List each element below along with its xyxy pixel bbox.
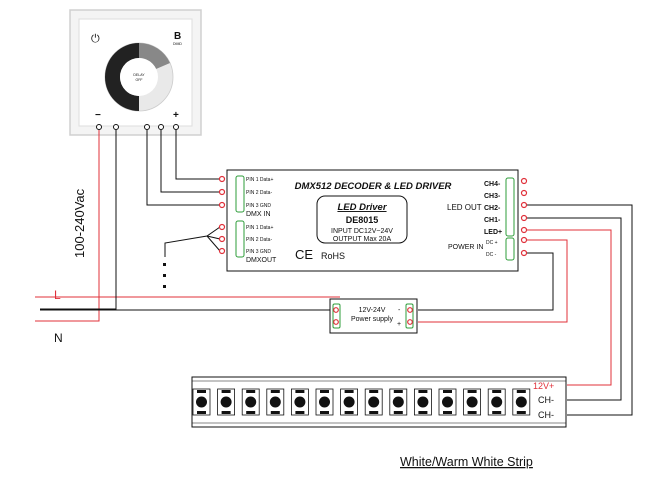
dmx-out-pin-label-1: PIN 1 Data+ [246, 225, 273, 231]
center-label-2: OFF [136, 78, 143, 82]
voltage-label: 100-240Vac [72, 188, 87, 258]
ps-out-pin-minus [407, 307, 413, 313]
led-chip [389, 388, 408, 416]
dmx-in-pin-2 [218, 188, 226, 196]
out-pin-label-1: CH4- [484, 181, 501, 188]
led-out-pin-5 [520, 226, 528, 234]
model-number: DE8015 [346, 215, 379, 225]
out-pin-label-3: CH2- [484, 205, 501, 212]
dimmer-center-button[interactable] [120, 58, 158, 96]
power-icon[interactable]: ⏻ [91, 33, 100, 45]
led-chip [315, 388, 334, 416]
wall-panel: ⏻ B DIMD DELAY OFF − + [69, 9, 202, 136]
dmx-out-pin-2 [218, 235, 226, 243]
led-chip [266, 388, 285, 416]
dmx-in-pin-3 [218, 201, 226, 209]
mode-button[interactable]: B [174, 31, 181, 42]
dmx-out-label: DMXOUT [246, 257, 277, 264]
led-strip: 12V+ CH- CH- [191, 376, 567, 428]
led-chip [413, 388, 432, 416]
power-in-terminal [505, 237, 515, 261]
dmx-in-terminal [235, 175, 245, 213]
panel-terminal-4 [158, 124, 164, 130]
led-out-pin-4 [520, 214, 528, 222]
out-pin-label-5: LED+ [484, 229, 502, 236]
panel-plus-label: + [173, 110, 179, 121]
strip-caption: White/Warm White Strip [400, 455, 533, 469]
power-in-pin-plus [520, 236, 528, 244]
led-chip [487, 388, 506, 416]
dimmer-arc-mid [139, 42, 170, 69]
dmx-in-pin-label-3: PIN 3 GND [246, 203, 271, 209]
led-chip [512, 388, 531, 416]
dmx-out-pin-label-3: PIN 3 GND [246, 249, 271, 255]
out-pin-label-4: CH1- [484, 217, 501, 224]
led-chip [241, 388, 260, 416]
dmx-in-pin-1 [218, 175, 226, 183]
led-chip [192, 388, 211, 416]
l-label: L [54, 288, 61, 302]
led-chips [192, 388, 531, 416]
panel-terminal-2 [113, 124, 119, 130]
dmx-chain-dots [163, 263, 166, 288]
power-in-label: POWER IN [448, 244, 483, 251]
dmx-out-pin-3 [218, 247, 226, 255]
dmx-in-pin-label-2: PIN 2 Data- [246, 190, 272, 196]
strip-label-12v: 12V+ [533, 381, 554, 391]
power-supply: 12V-24V Power supply - + [329, 298, 418, 334]
ce-mark: CE [295, 247, 313, 262]
led-out-terminal [505, 177, 515, 237]
led-chip [340, 388, 359, 416]
rohs-label: RoHS [321, 251, 345, 261]
ps-label-1: 12V-24V [359, 307, 386, 314]
ps-in-pin-n [333, 319, 339, 325]
n-label: N [54, 331, 63, 345]
dmx-out-terminal [235, 220, 245, 258]
led-driver-label-box [316, 195, 408, 244]
decoder-title: DMX512 DECODER & LED DRIVER [295, 181, 452, 192]
led-out-label: LED OUT [447, 203, 482, 212]
panel-terminal-3 [144, 124, 150, 130]
dmx-out-pin-1 [218, 223, 226, 231]
output-spec: OUTPUT Max 20A [333, 236, 392, 243]
led-chip [463, 388, 482, 416]
input-spec: INPUT DC12V~24V [331, 228, 393, 235]
center-label-1: DELAY [133, 73, 145, 77]
out-pin-label-2: CH3- [484, 193, 501, 200]
strip-label-ch-1: CH- [538, 395, 554, 405]
panel-terminal-minus [96, 124, 102, 130]
panel-minus-label: − [95, 110, 101, 121]
led-chip [364, 388, 383, 416]
led-driver-title: LED Driver [337, 202, 387, 213]
led-out-pin-1 [520, 177, 528, 185]
ps-label-2: Power supply [351, 316, 394, 323]
led-out-pin-2 [520, 189, 528, 197]
power-pin-label-2: DC - [486, 252, 497, 258]
power-pin-label-1: DC + [486, 240, 498, 246]
led-chip [217, 388, 236, 416]
wires [35, 130, 633, 416]
dmx-in-label: DMX IN [246, 211, 271, 218]
ps-in-pin-l [333, 307, 339, 313]
ps-out-pin-plus [407, 319, 413, 325]
power-in-pin-minus [520, 249, 528, 257]
led-chip [438, 388, 457, 416]
ps-minus-label: - [398, 307, 401, 314]
dimmer-arc-dark [105, 43, 139, 111]
led-chip [290, 388, 309, 416]
panel-terminal-plus [173, 124, 179, 130]
led-out-pin-3 [520, 201, 528, 209]
dmx-in-pin-label-1: PIN 1 Data+ [246, 177, 273, 183]
ps-plus-label: + [397, 321, 401, 328]
dmx-out-pin-label-2: PIN 2 Data- [246, 237, 272, 243]
strip-label-ch-2: CH- [538, 410, 554, 420]
dmx-decoder: DMX512 DECODER & LED DRIVER PIN 1 Data+ … [218, 169, 528, 272]
mode-sub-label: DIMD [173, 42, 182, 46]
